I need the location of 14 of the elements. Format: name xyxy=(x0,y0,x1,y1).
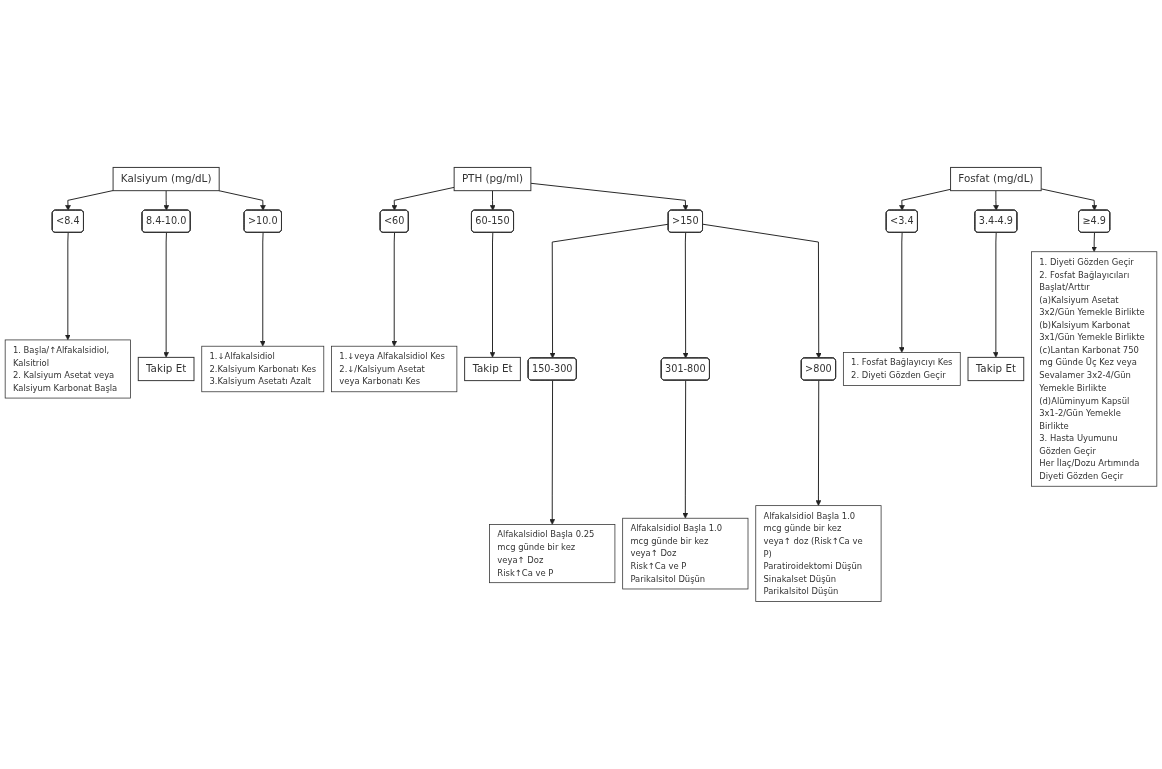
node-box: Fosfat (mg/dL) xyxy=(950,166,1042,192)
node-box: Takip Et xyxy=(464,356,521,382)
node-box: 1. Başla/↑Alfakalsidiol, Kalsitriol 2. Kalsiyum Asetat veya Kalsiyum Karbonat Başla xyxy=(4,339,131,399)
node-box: Takip Et xyxy=(137,356,195,382)
node-box: Kalsiyum (mg/dL) xyxy=(112,166,220,192)
node-box: 1. Fosfat Bağlayıcıyı Kes 2. Diyeti Gözden Geçir xyxy=(843,352,961,386)
node-box: 1. Diyeti Gözden Geçir 2. Fosfat Bağlayıcıları Başlat/Arttır (a)Kalsiyum Asetat 3x2/Gün Yemekle Birlikte (b)Kalsiyum Karbonat 3x1/Gün Yemekle Birlikte (c)Lantan Karbonat 750 mg Günde Üç Kez veya Sevalamer 3x2-4/Gün Yemekle Birlikte (d)Alüminyum Kapsül 3x1-2/Gün Yemekle Birlikte 3. Hasta Uyumunu Gözden Geçir Her İlaç/Dozu Artımında Diyeti Gözden Geçir xyxy=(1031,251,1158,487)
node-box: Alfakalsidiol Başla 1.0 mcg günde bir kez veya↑ doz (Risk↑Ca ve P) Paratiroidektomi Düşün Sinakalset Düşün Parikalsitol Düşün xyxy=(755,505,882,602)
node-box: 1.↓veya Alfakalsidiol Kes 2.↓/Kalsiyum Asetat veya Karbonatı Kes xyxy=(331,345,458,393)
node-box: Alfakalsidiol Başla 0.25 mcg günde bir kez veya↑ Doz Risk↑Ca ve P xyxy=(489,524,616,584)
node-box: PTH (pg/ml) xyxy=(453,166,532,192)
node-box: Takip Et xyxy=(967,356,1025,382)
node-box: 1.↓Alfakalsidiol 2.Kalsiyum Karbonatı Kes 3.Kalsiyum Asetatı Azalt xyxy=(201,345,325,393)
node-box: Alfakalsidiol Başla 1.0 mcg günde bir kez veya↑ Doz Risk↑Ca ve P Parikalsitol Düşün xyxy=(622,517,749,590)
